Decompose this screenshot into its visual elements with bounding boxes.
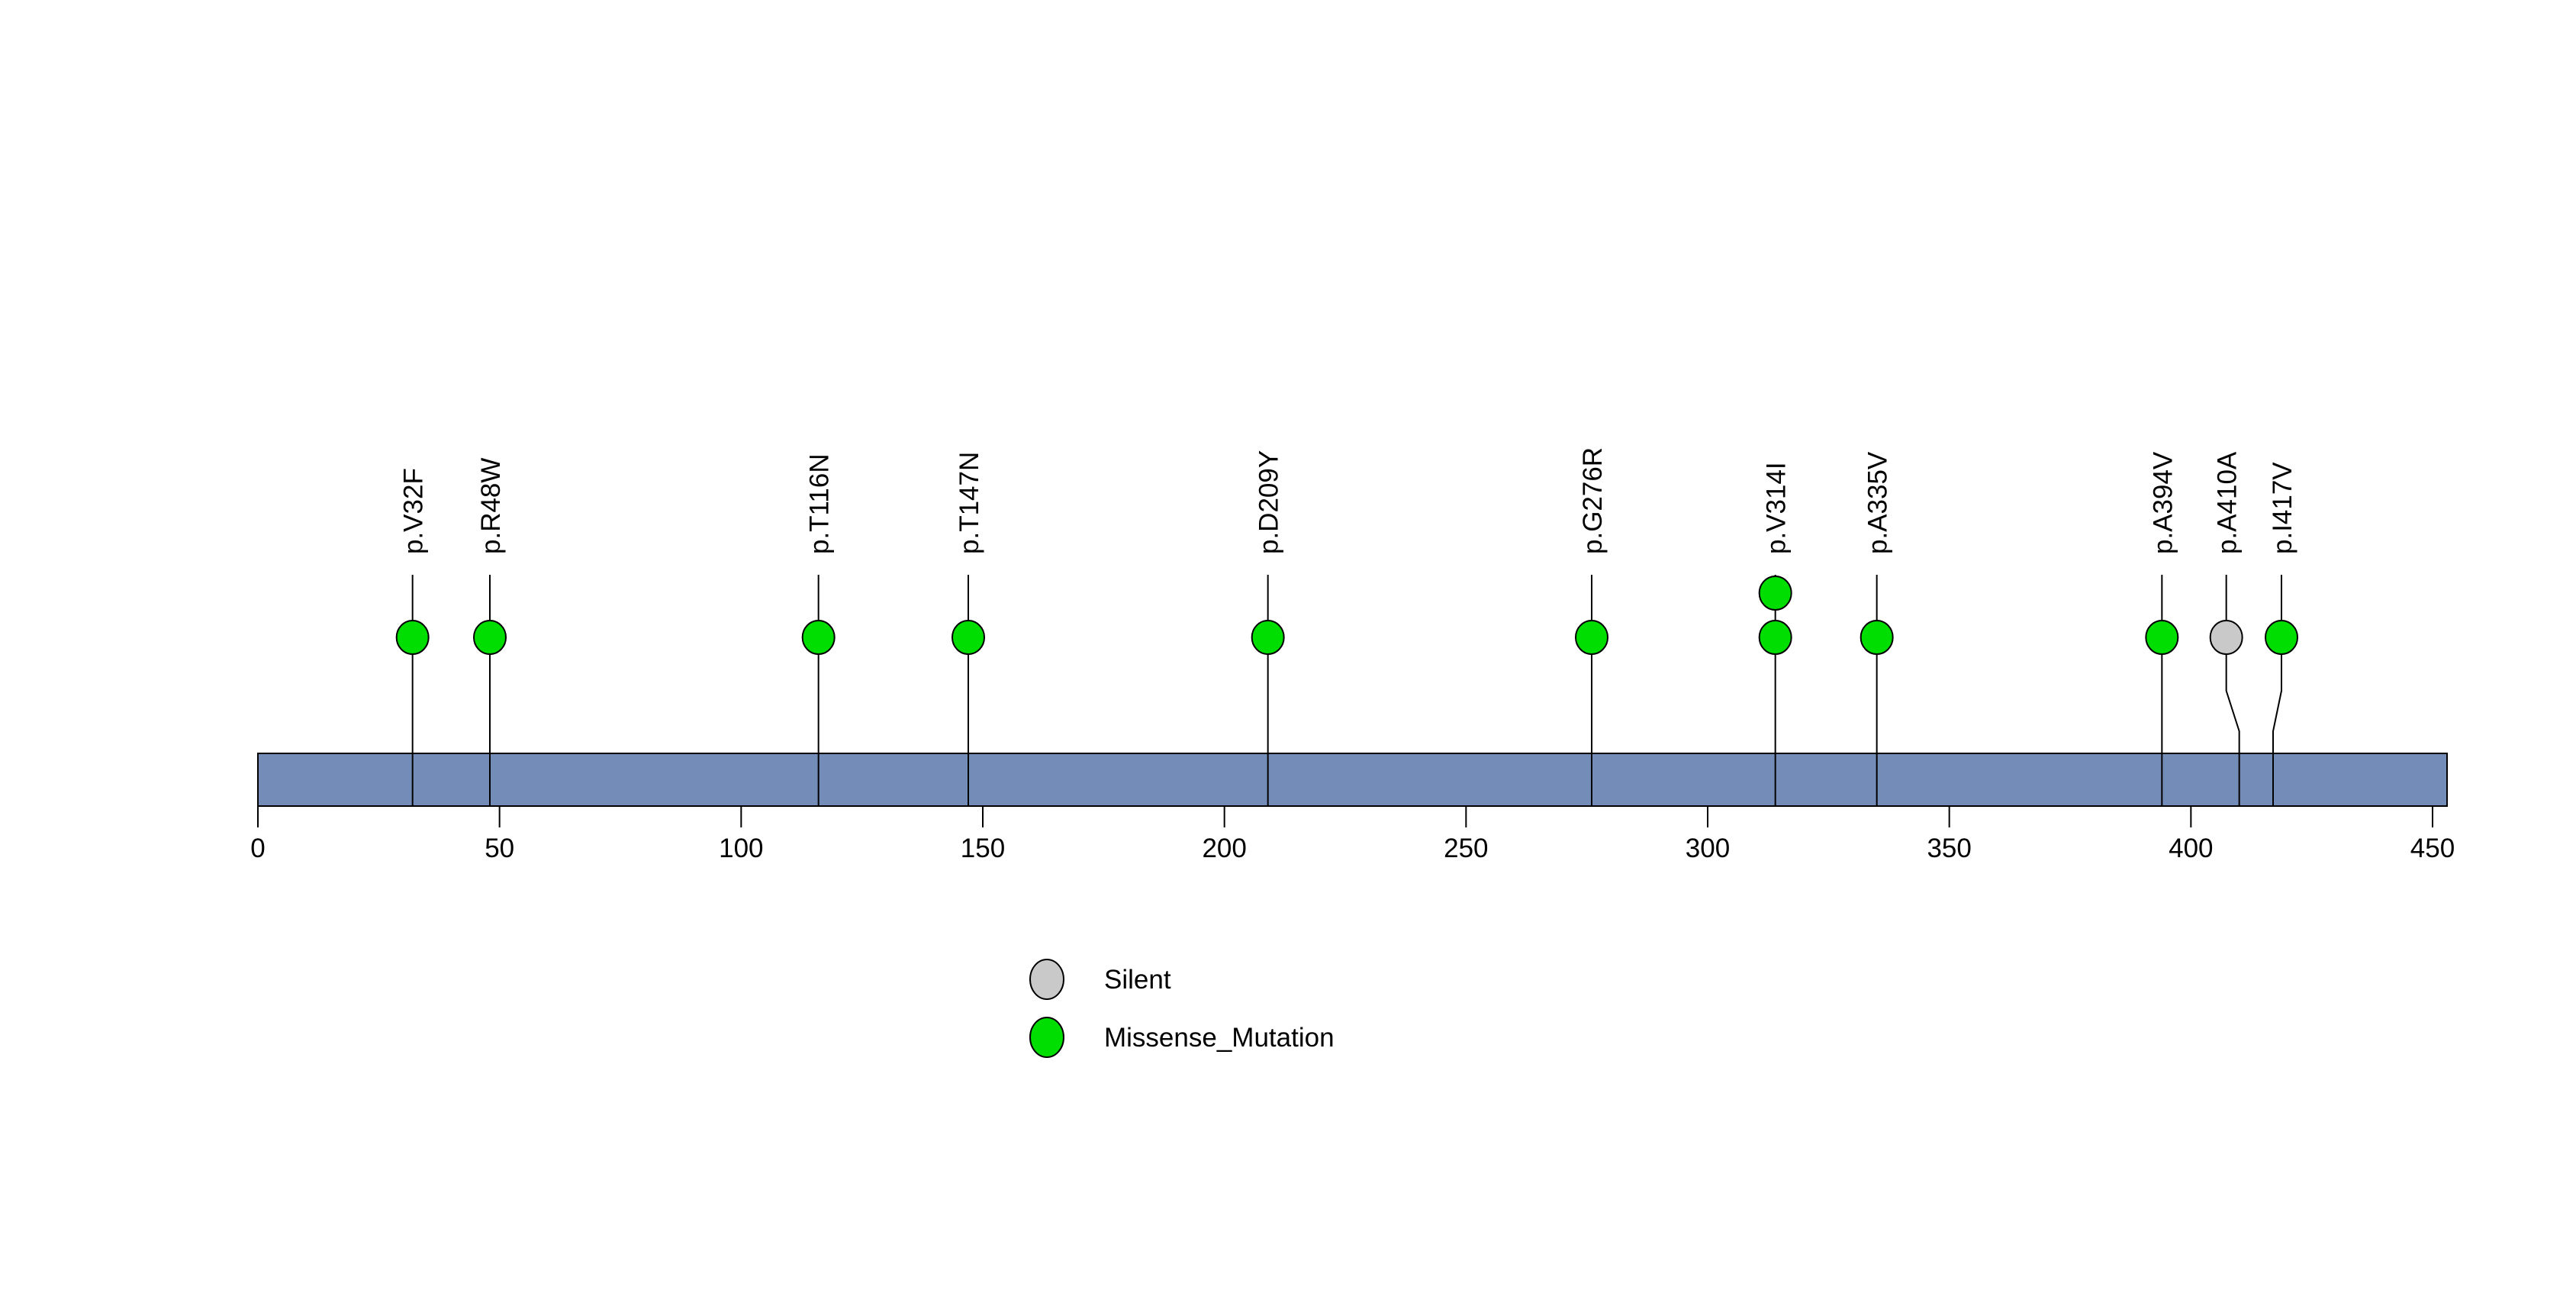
mutation-circle [2265,620,2298,655]
mutation-label: p.I417V [2268,462,2297,554]
mutation-label: p.V32F [399,468,429,554]
mutation-label: p.A335V [1863,451,1893,554]
mutation-circle [1860,620,1894,655]
mutation-label: p.D209Y [1254,450,1284,554]
mutation-circle [1251,620,1285,655]
mutation-label: p.G276R [1578,447,1608,554]
mutation-circle [2145,620,2179,655]
labels-layer: p.V32F p.R48W p.T116N p.T147N p.D209Y p.G276R… [399,447,2297,554]
mutation-circle [473,620,507,655]
axis-tick-label: 450 [2410,834,2455,863]
backbone-layer [257,753,2448,807]
axis-tick-label: 200 [1202,834,1246,863]
axis-tick-label: 0 [250,834,265,863]
axis-tick-label: 350 [1927,834,1971,863]
mutation-circle [1575,620,1608,655]
mutation-circle [1758,620,1792,655]
legend-swatch [1029,1017,1064,1058]
mutation-circle [395,620,430,655]
mutation-label: p.V314I [1762,462,1792,554]
legend-label: Missense_Mutation [1104,1023,1335,1053]
axis-layer: 0 50 100 150 200 250 300 350 400 450 [250,806,2455,863]
mutation-circle [952,620,985,655]
axis-tick-label: 100 [719,834,763,863]
protein-backbone [257,753,2448,807]
mutation-label: p.R48W [476,458,506,554]
axis-tick-label: 250 [1444,834,1488,863]
legend-swatch [1029,959,1064,1000]
legend-label: Silent [1104,965,1171,995]
mutation-circle [1758,576,1792,611]
axis-tick-label: 400 [2169,834,2213,863]
mutation-label: p.A394V [2148,451,2178,554]
mutation-circle [801,620,836,655]
axis-tick-label: 300 [1686,834,1730,863]
mutation-label: p.A410A [2213,451,2243,554]
circles-layer [395,576,2298,655]
axis-tick-label: 50 [485,834,514,863]
axis-tick-label: 150 [961,834,1005,863]
mutation-label: p.T147N [955,452,984,554]
mutation-label: p.T116N [805,453,835,554]
mutation-circle [2209,620,2243,655]
